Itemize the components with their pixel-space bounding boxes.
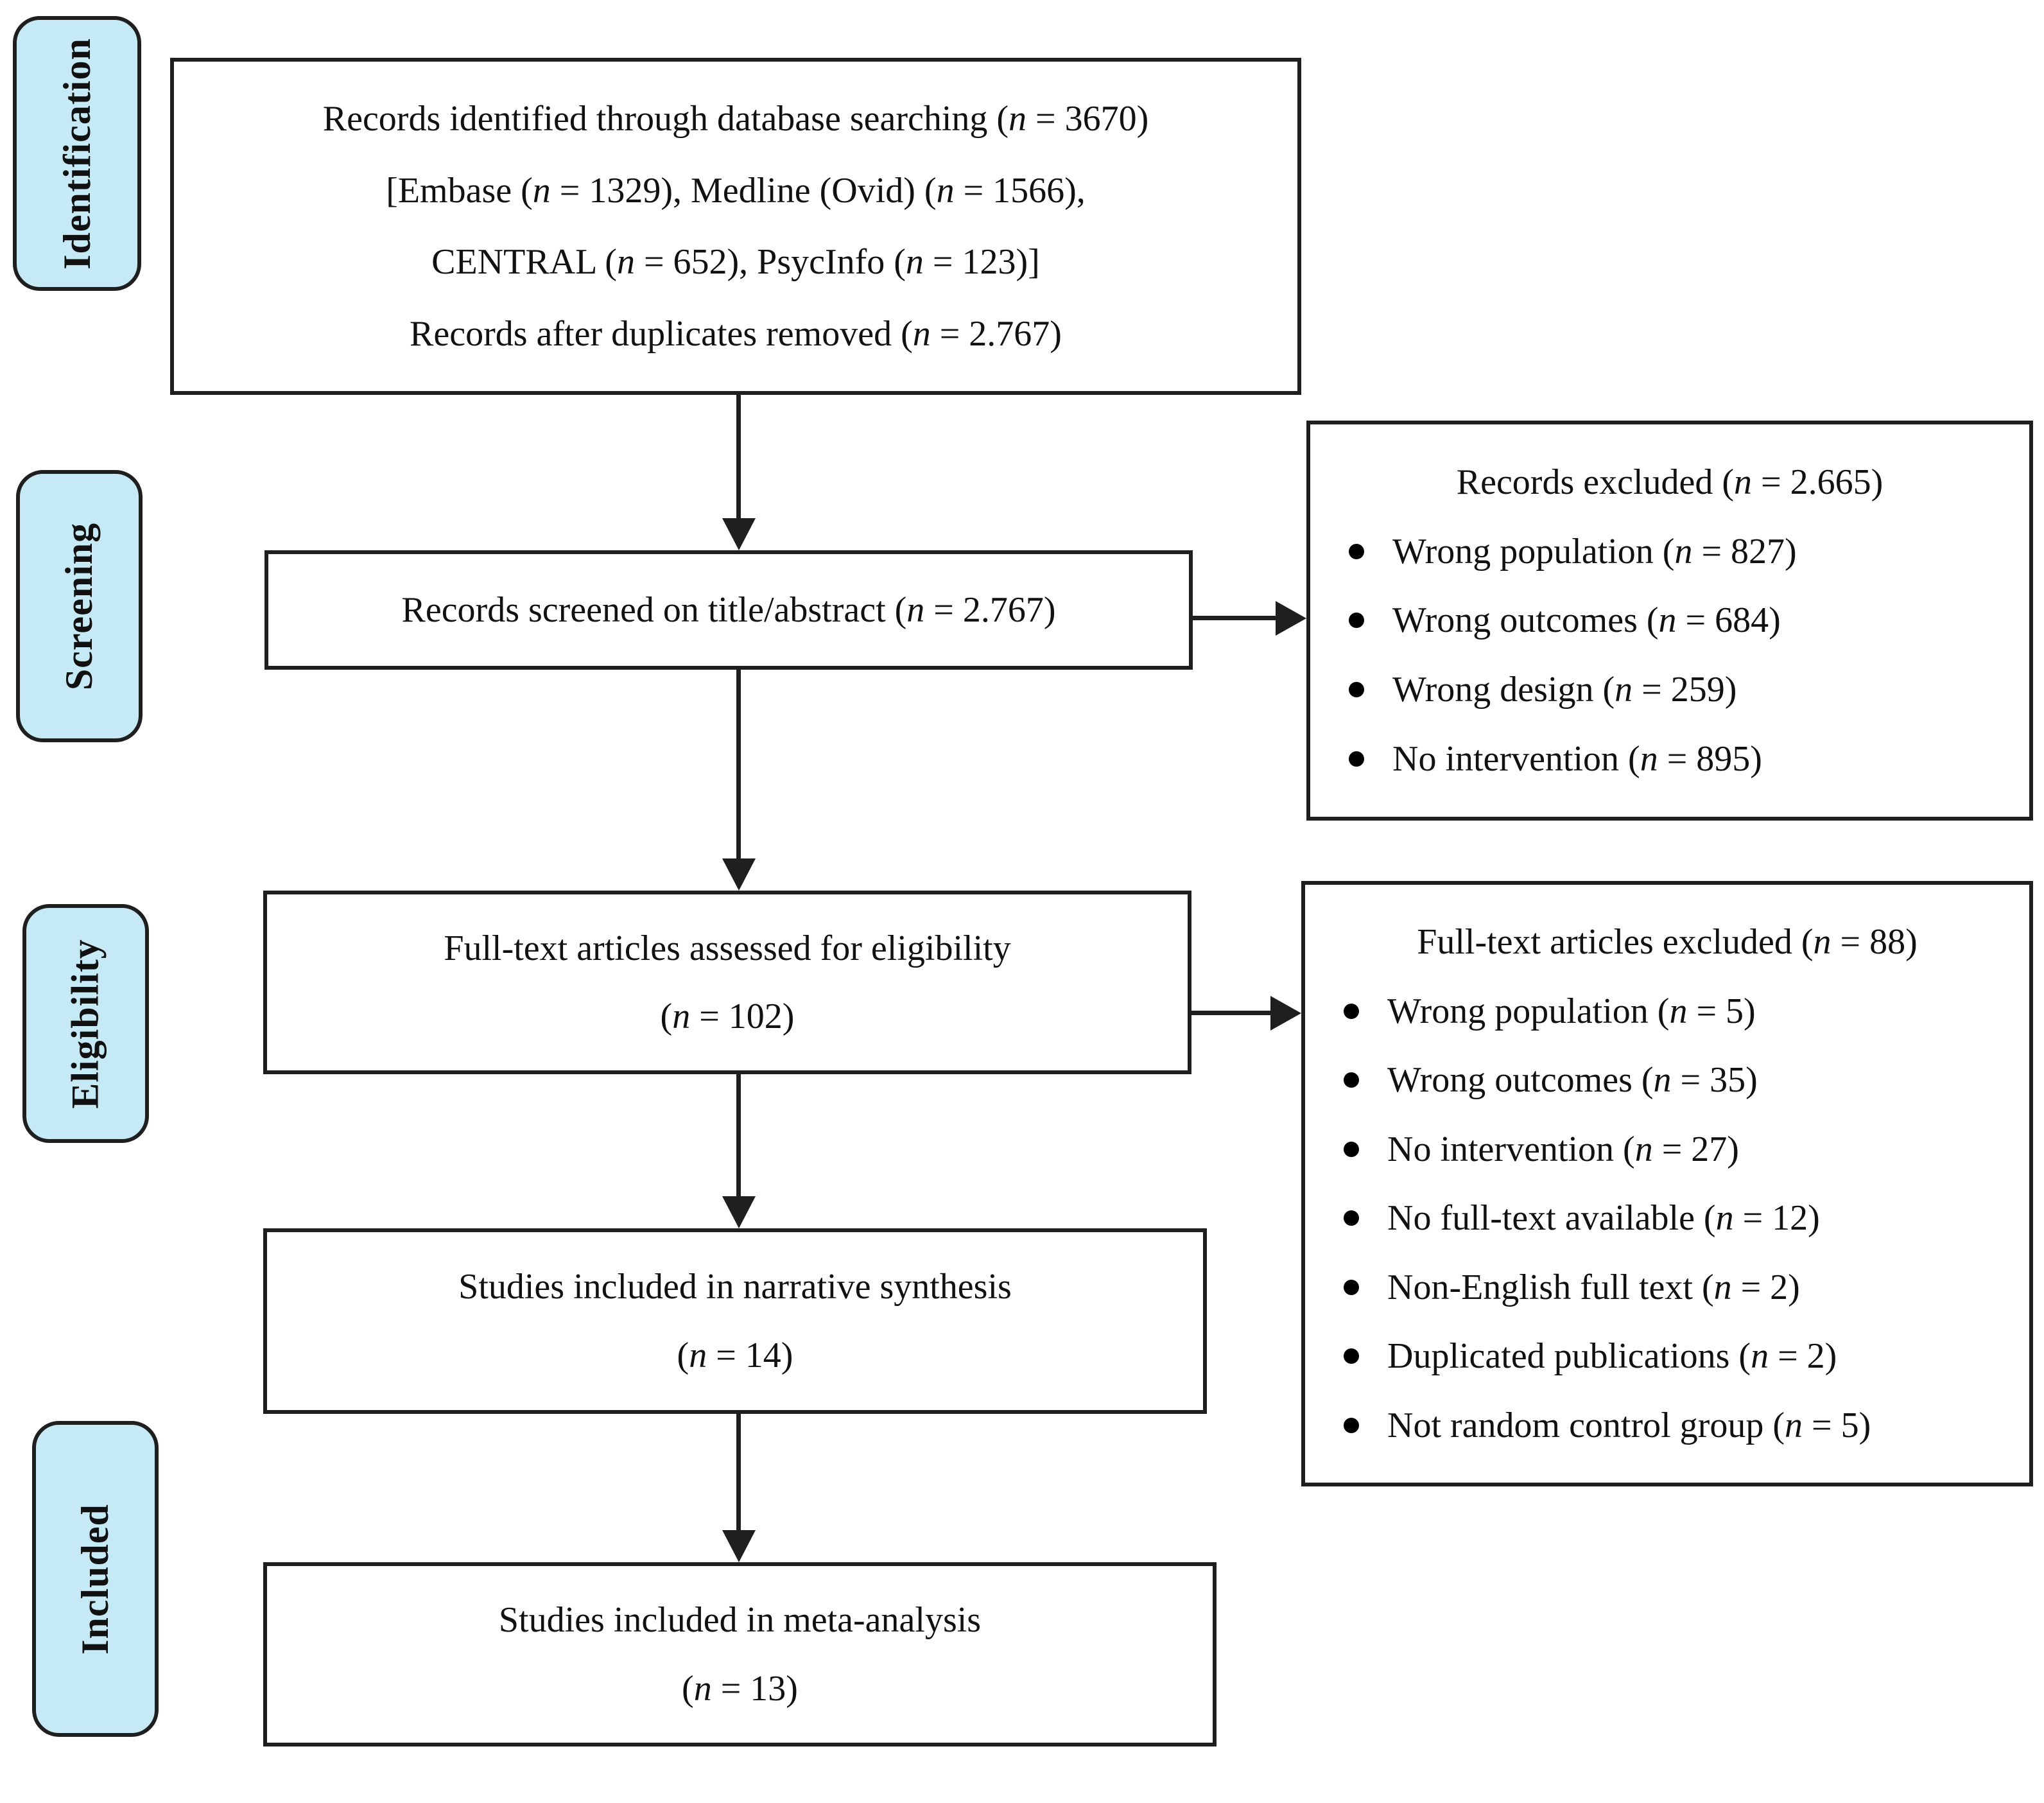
- stage-label-identification: Identification: [13, 16, 141, 291]
- box-records-excluded: Records excluded (n = 2.665) Wrong popul…: [1306, 421, 2033, 821]
- exclusion-item: Duplicated publications (n = 2): [1305, 1336, 2010, 1377]
- exclusion-item: Not random control group (n = 5): [1305, 1405, 2010, 1446]
- box-records-identified: Records identified through database sear…: [170, 58, 1301, 395]
- stage-label-text: Identification: [55, 37, 98, 270]
- exclusion-item: No intervention (n = 27): [1305, 1129, 2010, 1170]
- box-narrative-synthesis: Studies included in narrative synthesis …: [263, 1228, 1207, 1414]
- box-text-line: (n = 13): [682, 1668, 798, 1709]
- box-records-screened: Records screened on title/abstract (n = …: [264, 550, 1193, 670]
- arrow-identified-to-screened: [736, 395, 741, 519]
- exclusion-item: Wrong outcomes (n = 684): [1310, 600, 2010, 641]
- box-text-line: Studies included in meta-analysis: [498, 1600, 982, 1641]
- arrow-narrative-to-meta: [736, 1414, 741, 1531]
- exclusion-item: No full-text available (n = 12): [1305, 1198, 2010, 1239]
- box-text-line: Studies included in narrative synthesis: [458, 1267, 1012, 1307]
- stage-label-eligibility: Eligibility: [22, 904, 149, 1143]
- box-fulltext-excluded: Full-text articles excluded (n = 88) Wro…: [1301, 881, 2033, 1486]
- box-text-line: (n = 102): [660, 997, 795, 1036]
- arrow-screened-to-excluded: [1193, 616, 1277, 620]
- stage-label-text: Screening: [58, 522, 100, 690]
- box-text-line: Records screened on title/abstract (n = …: [401, 590, 1056, 630]
- exclusion-title: Records excluded (n = 2.665): [1456, 462, 1884, 502]
- stage-label-text: Included: [74, 1503, 117, 1655]
- box-text-line: CENTRAL (n = 652), PsycInfo (n = 123)]: [431, 242, 1040, 283]
- exclusion-item: Wrong outcomes (n = 35): [1305, 1059, 2010, 1101]
- arrow-fulltext-to-excluded: [1191, 1011, 1272, 1015]
- box-text-line: Records identified through database sear…: [322, 99, 1149, 139]
- stage-label-text: Eligibility: [64, 938, 107, 1109]
- arrow-screened-to-fulltext: [736, 670, 741, 860]
- box-text-line: Full-text articles assessed for eligibil…: [444, 928, 1011, 968]
- box-meta-analysis: Studies included in meta-analysis (n = 1…: [263, 1562, 1217, 1746]
- box-text-line: [Embase (n = 1329), Medline (Ovid) (n = …: [386, 170, 1086, 211]
- stage-label-screening: Screening: [16, 470, 143, 742]
- box-fulltext-assessed: Full-text articles assessed for eligibil…: [263, 891, 1191, 1074]
- arrow-fulltext-to-narrative: [736, 1074, 741, 1198]
- exclusion-item: Non-English full text (n = 2): [1305, 1267, 2010, 1308]
- exclusion-item: Wrong design (n = 259): [1310, 669, 2010, 710]
- exclusion-item: Wrong population (n = 5): [1305, 991, 2010, 1032]
- exclusion-title: Full-text articles excluded (n = 88): [1417, 922, 1918, 962]
- stage-label-included: Included: [32, 1421, 159, 1737]
- exclusion-item: Wrong population (n = 827): [1310, 531, 2010, 572]
- exclusion-item: No intervention (n = 895): [1310, 738, 2010, 780]
- box-text-line: Records after duplicates removed (n = 2.…: [410, 313, 1062, 354]
- box-text-line: (n = 14): [677, 1336, 793, 1375]
